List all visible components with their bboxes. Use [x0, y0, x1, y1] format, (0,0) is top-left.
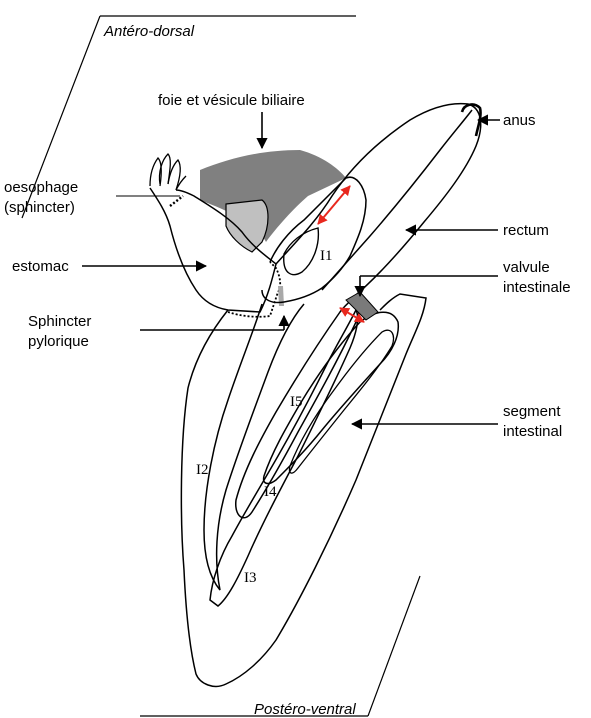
orientation-line-bottom-diagonal — [368, 576, 420, 716]
segment-i2-label: I2 — [196, 462, 209, 479]
pylorus-dotted-boundary — [228, 262, 280, 317]
segment-i3-label: I3 — [244, 570, 257, 587]
valve-label-line1: valvule — [503, 258, 550, 277]
segment-i4-label: I4 — [264, 484, 277, 501]
segment-i1-label: I1 — [320, 248, 333, 265]
orientation-top-label: Antéro-dorsal — [104, 22, 194, 41]
oesophagus-sphincter-dots — [170, 196, 183, 206]
intestine-i1-inner — [284, 228, 319, 275]
anus-label: anus — [503, 111, 536, 130]
rectum-outline — [276, 104, 481, 300]
orientation-bottom-label: Postéro-ventral — [254, 700, 356, 718]
segment-i5-label: I5 — [290, 394, 303, 411]
intestine-i2-i3-middle-wall — [204, 304, 304, 590]
gallbladder-shape — [226, 200, 268, 252]
pylorus-label-line1: Sphincter — [28, 312, 91, 331]
rectum-inner-wall — [322, 110, 472, 290]
segment-label-line2: intestinal — [503, 422, 562, 441]
oesophagus-sphincter-ridges — [150, 154, 186, 190]
oesophagus-label-line2: (sphincter) — [4, 198, 75, 217]
liver-shape — [200, 150, 346, 242]
valve-shape — [346, 292, 378, 320]
oesophagus-label-line1: oesophage — [4, 178, 78, 197]
liver-label: foie et vésicule biliaire — [158, 91, 305, 110]
i1-red-arrow — [318, 186, 350, 224]
rectum-label: rectum — [503, 221, 549, 240]
pylorus-label-line2: pylorique — [28, 332, 89, 351]
segment-label-line1: segment — [503, 402, 561, 421]
stomach-label: estomac — [12, 257, 69, 276]
valve-label-line2: intestinale — [503, 278, 571, 297]
